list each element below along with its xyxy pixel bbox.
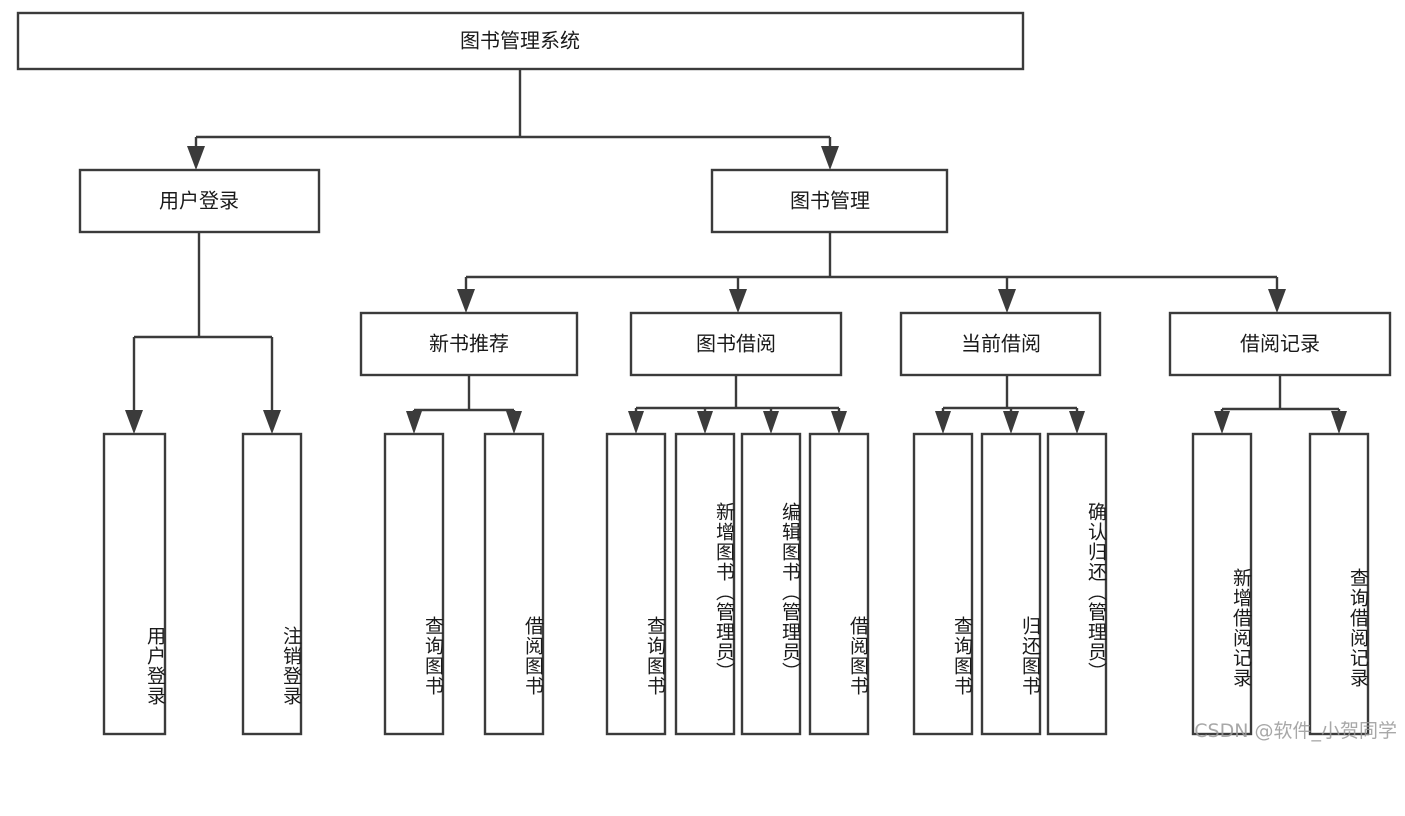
arrowhead-book-manage	[821, 146, 839, 170]
node-new-book-rec-box[interactable]	[359, 311, 579, 377]
arrowhead-leaf-query-book-3	[935, 411, 951, 434]
leaf-box-user-login[interactable]	[102, 432, 167, 736]
connector-group-user-login	[125, 232, 281, 434]
arrowhead-current-borrow	[998, 289, 1016, 313]
node-user-login-label: 用户登录	[159, 189, 239, 213]
arrowhead-borrow-record	[1268, 289, 1286, 313]
leaf-box-borrow-book-2[interactable]	[808, 432, 870, 736]
connector-group-root	[187, 69, 839, 170]
arrowhead-leaf-query-record	[1331, 411, 1347, 434]
node-book-manage-box[interactable]	[710, 168, 949, 234]
leaf-box-add-record[interactable]	[1191, 432, 1253, 736]
arrowhead-leaf-confirm-return	[1069, 411, 1085, 434]
node-book-borrow[interactable]: 图书借阅	[629, 311, 843, 377]
leaf-box-query-record[interactable]	[1308, 432, 1370, 736]
arrowhead-leaf-return-book	[1003, 411, 1019, 434]
node-borrow-record-label: 借阅记录	[1240, 332, 1320, 356]
node-book-manage[interactable]: 图书管理	[710, 168, 949, 234]
node-borrow-record[interactable]: 借阅记录	[1168, 311, 1392, 377]
connector-group-borrow-record	[1214, 375, 1347, 434]
connector-group-book-manage	[457, 232, 1286, 313]
node-current-borrow[interactable]: 当前借阅	[899, 311, 1102, 377]
node-book-borrow-box[interactable]	[629, 311, 843, 377]
leaf-box-logout-login[interactable]	[241, 432, 303, 736]
node-root-box[interactable]	[16, 11, 1025, 71]
leaf-box-add-book[interactable]	[674, 432, 736, 736]
node-new-book-rec-label: 新书推荐	[429, 332, 509, 356]
node-current-borrow-label: 当前借阅	[961, 332, 1041, 356]
connector-group-new-book-rec	[406, 375, 522, 434]
arrowhead-book-borrow	[729, 289, 747, 313]
node-book-borrow-label: 图书借阅	[696, 332, 776, 356]
node-root[interactable]: 图书管理系统	[16, 11, 1025, 71]
leaf-box-edit-book[interactable]	[740, 432, 802, 736]
leaf-box-query-book-3[interactable]	[912, 432, 974, 736]
arrowhead-leaf-query-book-1	[406, 411, 422, 434]
arrowhead-new-book-rec	[457, 289, 475, 313]
node-new-book-rec[interactable]: 新书推荐	[359, 311, 579, 377]
arrowhead-leaf-query-book-2	[628, 411, 644, 434]
arrowhead-leaf-edit-book	[763, 411, 779, 434]
flowchart-svg: 图书管理系统 用户登录 图书管理 新书推荐 图书借阅 当前借阅 借阅记录	[16, 11, 1392, 736]
node-borrow-record-box[interactable]	[1168, 311, 1392, 377]
flowchart-canvas: 图书管理系统 用户登录 图书管理 新书推荐 图书借阅 当前借阅 借阅记录	[16, 11, 1397, 742]
leaf-box-return-book[interactable]	[980, 432, 1042, 736]
connector-group-book-borrow	[628, 375, 847, 434]
leaf-box-borrow-book-1[interactable]	[483, 432, 545, 736]
node-user-login-box[interactable]	[78, 168, 321, 234]
arrowhead-leaf-borrow-book-1	[506, 411, 522, 434]
leaf-box-query-book-1[interactable]	[383, 432, 445, 736]
arrowhead-leaf-borrow-book-2	[831, 411, 847, 434]
csdn-watermark: CSDN @软件_小贺同学	[1194, 720, 1397, 742]
arrowhead-leaf-add-record	[1214, 411, 1230, 434]
arrowhead-user-login	[187, 146, 205, 170]
leaf-box-confirm-return[interactable]	[1046, 432, 1108, 736]
arrowhead-leaf-logout-login	[263, 410, 281, 434]
arrowhead-leaf-user-login	[125, 410, 143, 434]
node-book-manage-label: 图书管理	[790, 189, 870, 213]
arrowhead-leaf-add-book	[697, 411, 713, 434]
node-current-borrow-box[interactable]	[899, 311, 1102, 377]
node-user-login[interactable]: 用户登录	[78, 168, 321, 234]
node-root-label: 图书管理系统	[460, 29, 580, 53]
leaf-box-query-book-2[interactable]	[605, 432, 667, 736]
connector-group-current-borrow	[935, 375, 1085, 434]
